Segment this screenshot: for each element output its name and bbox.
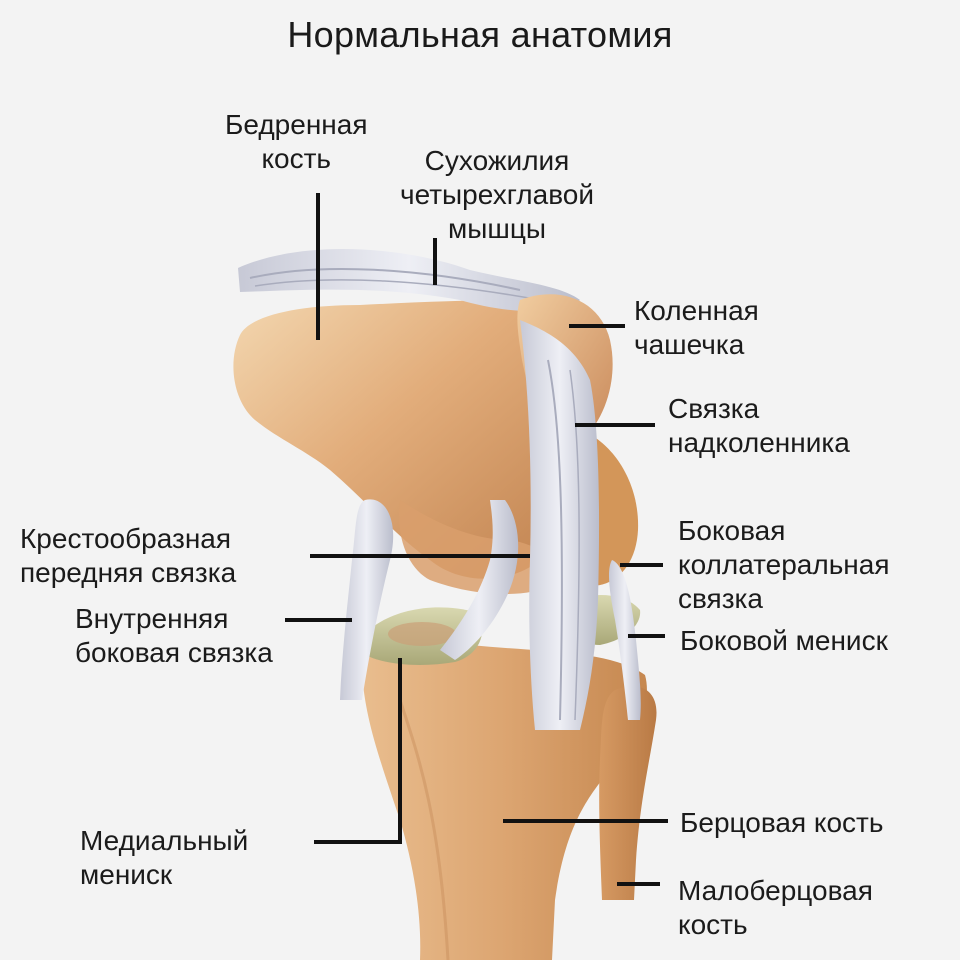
patellar-ligament [520, 320, 600, 730]
label-lcl: Боковая коллатеральная связка [678, 515, 890, 614]
label-fibula: Малоберцовая кость [678, 875, 873, 940]
label-patellar-ligament: Связка надколенника [668, 393, 850, 458]
leader-lines [285, 193, 668, 886]
page-title: Нормальная анатомия [287, 14, 673, 55]
quadriceps-tendon [238, 249, 580, 312]
femur-bone [233, 300, 555, 579]
label-quadriceps-tendon: Сухожилия четырехглавой мышцы [400, 145, 594, 244]
label-patella: Коленная чашечка [634, 295, 759, 360]
label-acl: Крестообразная передняя связка [20, 523, 237, 588]
label-medial-meniscus: Медиальный мениск [80, 825, 249, 890]
label-mcl: Внутренняя боковая связка [75, 603, 273, 668]
label-lateral-meniscus: Боковой мениск [680, 625, 888, 656]
mcl-ligament [340, 499, 394, 700]
fibula-bone [599, 686, 657, 900]
acl-ligament [440, 500, 519, 660]
label-tibia: Берцовая кость [680, 807, 884, 838]
label-femur: Бедренная кость [225, 109, 368, 174]
